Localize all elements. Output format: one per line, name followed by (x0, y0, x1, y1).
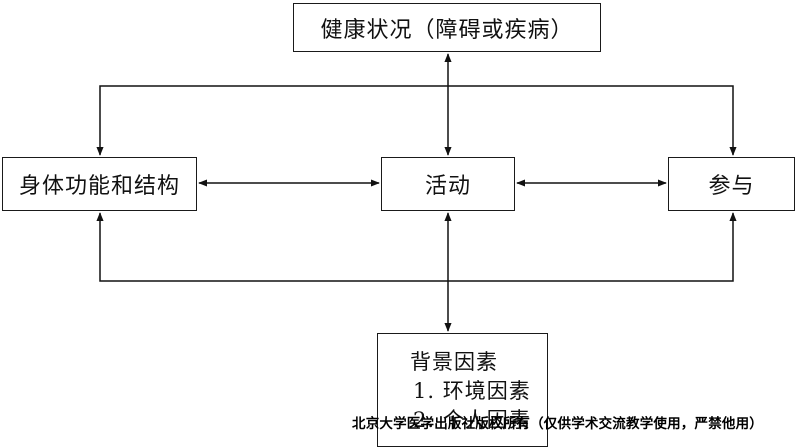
arrow-health-participation (448, 85, 737, 156)
arrow-context-body (96, 212, 448, 282)
participation-label: 参与 (708, 174, 755, 199)
participation-box: 参与 (668, 157, 795, 211)
copyright-watermark: 北京大学医学出版社版权所有（仅供学术交流教学使用，严禁他用） (352, 416, 763, 432)
body-function-structure-box: 身体功能和结构 (2, 157, 197, 211)
personal-factors-item: 2. 个人因素 (413, 408, 531, 432)
activity-label: 活动 (424, 174, 471, 199)
activity-box: 活动 (381, 157, 515, 211)
health-condition-label: 健康状况（障碍或疾病） (320, 17, 574, 43)
contextual-factors-title: 背景因素 (410, 350, 498, 374)
contextual-factors-box: 背景因素 1. 环境因素 2. 个人因素 (377, 333, 548, 447)
arrow-health-body (96, 85, 448, 156)
health-condition-box: 健康状况（障碍或疾病） (293, 3, 601, 52)
environmental-factors-item: 1. 环境因素 (413, 379, 531, 403)
arrow-context-participation (448, 212, 737, 282)
body-function-structure-label: 身体功能和结构 (18, 174, 180, 199)
